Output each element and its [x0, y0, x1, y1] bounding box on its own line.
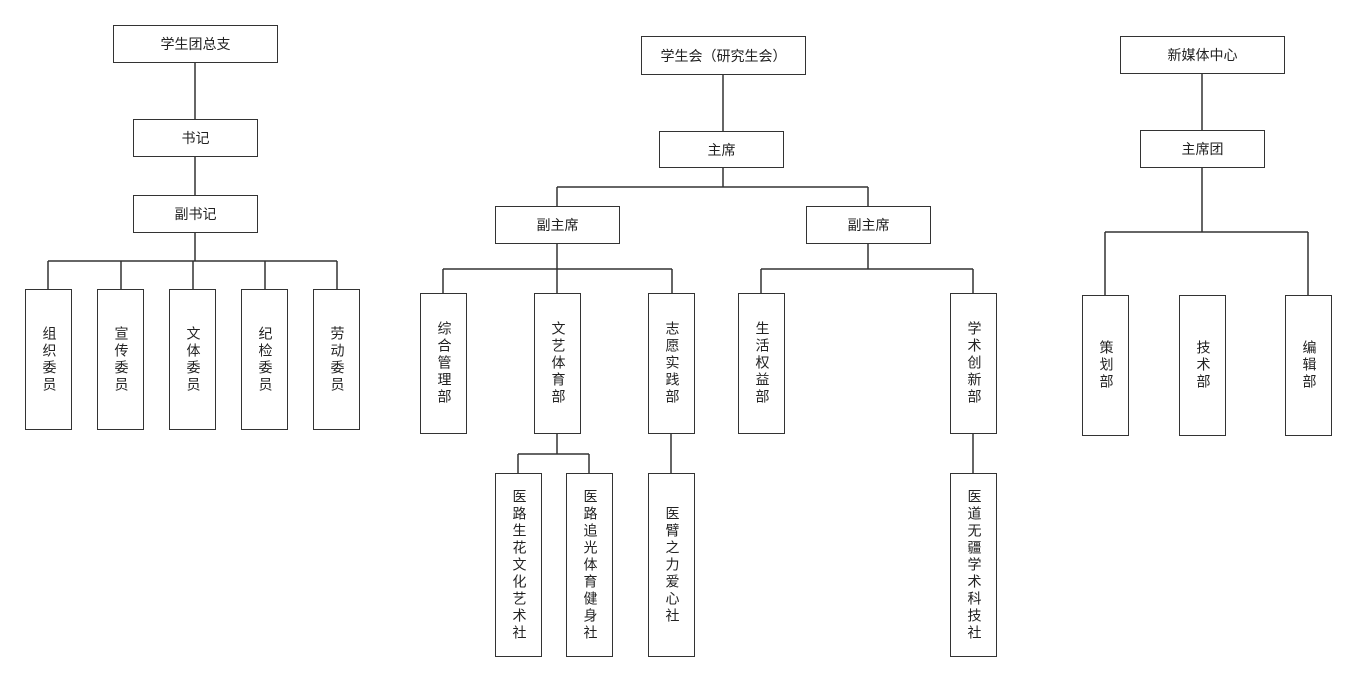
node-volunteer-practice-dept: 志愿实践部 [648, 293, 695, 434]
node-arts-culture-club: 医路生花文化艺术社 [495, 473, 542, 657]
node-arts-sports-dept: 文艺体育部 [534, 293, 581, 434]
node-chair: 主席 [659, 131, 784, 168]
node-welfare-rights-dept: 生活权益部 [738, 293, 785, 434]
node-student-union: 学生会（研究生会） [641, 36, 806, 75]
node-presidium: 主席团 [1140, 130, 1265, 168]
node-vice-chair-right: 副主席 [806, 206, 931, 244]
node-organization-committee: 组织委员 [25, 289, 72, 430]
node-charity-club: 医臂之力爱心社 [648, 473, 695, 657]
node-culture-sports-committee: 文体委员 [169, 289, 216, 430]
node-sports-fitness-club: 医路追光体育健身社 [566, 473, 613, 657]
node-discipline-committee: 纪检委员 [241, 289, 288, 430]
node-vice-chair-left: 副主席 [495, 206, 620, 244]
node-publicity-committee: 宣传委员 [97, 289, 144, 430]
node-labor-committee: 劳动委员 [313, 289, 360, 430]
node-academic-tech-club: 医道无疆学术科技社 [950, 473, 997, 657]
node-editorial-dept: 编辑部 [1285, 295, 1332, 436]
node-academic-innovation-dept: 学术创新部 [950, 293, 997, 434]
node-general-affairs-dept: 综合管理部 [420, 293, 467, 434]
node-league-branch: 学生团总支 [113, 25, 278, 63]
node-secretary: 书记 [133, 119, 258, 157]
node-deputy-secretary: 副书记 [133, 195, 258, 233]
node-technology-dept: 技术部 [1179, 295, 1226, 436]
node-planning-dept: 策划部 [1082, 295, 1129, 436]
node-new-media-center: 新媒体中心 [1120, 36, 1285, 74]
